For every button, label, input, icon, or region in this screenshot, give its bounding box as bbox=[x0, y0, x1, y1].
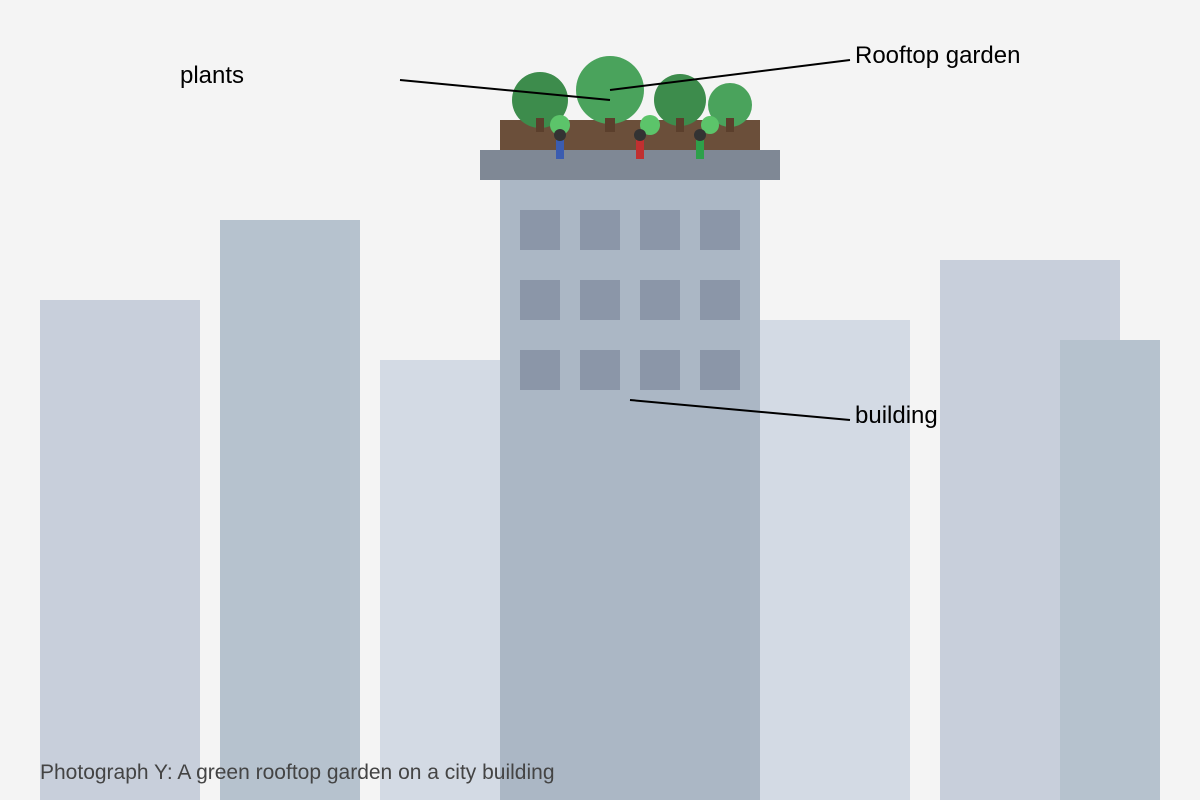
building-leader-line bbox=[629, 399, 851, 421]
window bbox=[640, 280, 680, 320]
plants-leader-line bbox=[399, 79, 611, 101]
caption: Photograph Y: A green rooftop garden on … bbox=[40, 761, 555, 784]
background-building bbox=[1060, 340, 1160, 800]
background-building bbox=[220, 220, 360, 800]
building-label: building bbox=[855, 402, 938, 429]
shrubs bbox=[550, 115, 719, 135]
window bbox=[520, 350, 560, 390]
trees bbox=[512, 56, 752, 132]
tree-trunk bbox=[676, 118, 684, 132]
window bbox=[520, 280, 560, 320]
window bbox=[580, 280, 620, 320]
main-building bbox=[500, 175, 760, 800]
tree-trunk bbox=[536, 118, 544, 132]
window bbox=[640, 210, 680, 250]
person-body bbox=[556, 140, 564, 159]
people bbox=[554, 129, 706, 159]
window bbox=[700, 210, 740, 250]
shrub bbox=[550, 115, 570, 135]
background-building bbox=[380, 360, 510, 800]
person-head bbox=[554, 129, 566, 141]
rooftop-garden-leader-line bbox=[609, 59, 851, 91]
tree-trunk bbox=[605, 118, 615, 132]
rooftop-garden-label: Rooftop garden bbox=[855, 42, 1021, 69]
tree-canopy bbox=[654, 74, 706, 126]
person-head bbox=[694, 129, 706, 141]
shrub bbox=[640, 115, 660, 135]
window bbox=[700, 350, 740, 390]
person-body bbox=[696, 140, 704, 159]
windows bbox=[520, 210, 740, 390]
roof-ledge bbox=[480, 150, 780, 180]
person-head bbox=[634, 129, 646, 141]
background-building bbox=[40, 300, 200, 800]
plants-label: plants bbox=[180, 62, 245, 89]
window bbox=[580, 210, 620, 250]
tree-trunk bbox=[726, 118, 734, 132]
person-body bbox=[636, 140, 644, 159]
window bbox=[640, 350, 680, 390]
window bbox=[700, 280, 740, 320]
background-building bbox=[750, 320, 910, 800]
tree-canopy bbox=[512, 72, 568, 128]
tree-canopy bbox=[708, 83, 752, 127]
window bbox=[520, 210, 560, 250]
window bbox=[580, 350, 620, 390]
shrub bbox=[701, 116, 719, 134]
